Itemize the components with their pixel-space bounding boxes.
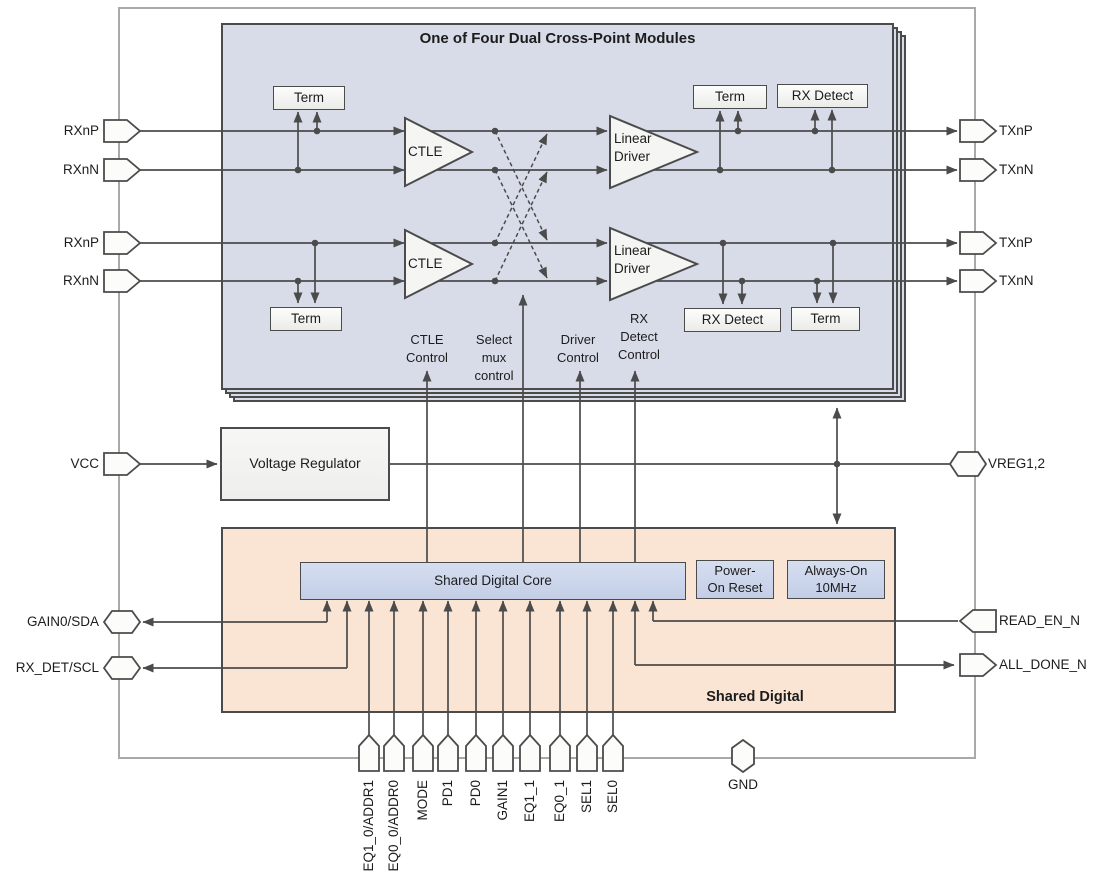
term-box-lower-left: Term xyxy=(270,307,342,331)
pin-label-rxnn-2: RXnN xyxy=(62,273,99,288)
pin-gnd xyxy=(731,738,755,774)
pin-label-sel0: SEL0 xyxy=(605,780,620,814)
pin-rxnp-2 xyxy=(103,231,142,255)
pins xyxy=(102,119,998,774)
voltage-regulator-box: Voltage Regulator xyxy=(220,427,390,501)
pin-label-txnp-1: TXnP xyxy=(999,123,1033,138)
pin-mode xyxy=(412,733,434,772)
pin-label-pd1: PD1 xyxy=(440,780,455,807)
pin-label-rxdet-scl: RX_DET/SCL xyxy=(15,660,99,675)
pin-rxnn-2 xyxy=(103,269,142,293)
driver-control-label: Driver Control xyxy=(557,332,599,365)
pin-gain0-sda xyxy=(102,610,142,634)
pin-txnp-2 xyxy=(959,231,998,255)
pin-label-gain0-sda: GAIN0/SDA xyxy=(26,614,99,629)
linear-driver-label-upper: Linear Driver xyxy=(614,131,652,164)
always-on-10mhz-box: Always-On 10MHz xyxy=(787,560,885,599)
pin-label-read-en-n: READ_EN_N xyxy=(999,613,1081,628)
pin-eq0-0-addr0 xyxy=(383,733,405,772)
pin-label-txnp-2: TXnP xyxy=(999,235,1033,250)
term-box-lower-right: Term xyxy=(791,307,860,331)
pin-eq1-1 xyxy=(519,733,541,772)
pin-txnp-1 xyxy=(959,119,998,143)
rx-detect-box-lower: RX Detect xyxy=(684,308,781,332)
junction-dots xyxy=(294,127,841,468)
pin-gain1 xyxy=(492,733,514,772)
pin-txnn-1 xyxy=(959,158,998,182)
pin-txnn-2 xyxy=(959,269,998,293)
pin-label-txnn-1: TXnN xyxy=(999,162,1034,177)
pin-label-gain1: GAIN1 xyxy=(495,780,510,821)
pin-pd1 xyxy=(437,733,459,772)
pin-read-en-n xyxy=(958,609,997,633)
pin-label-all-done-n: ALL_DONE_N xyxy=(999,657,1087,672)
pin-eq1-0-addr1 xyxy=(358,733,380,772)
pin-label-vreg: VREG1,2 xyxy=(988,456,1046,471)
pin-label-rxnn-1: RXnN xyxy=(62,162,99,177)
pin-label-rxnp-1: RXnP xyxy=(63,123,99,138)
pin-vcc xyxy=(103,452,142,476)
pin-eq0-1 xyxy=(549,733,571,772)
pin-label-txnn-2: TXnN xyxy=(999,273,1034,288)
pin-label-mode: MODE xyxy=(415,780,430,821)
ctle-label-upper: CTLE xyxy=(408,144,443,159)
pin-label-sel1: SEL1 xyxy=(579,780,594,814)
ctle-label-lower: CTLE xyxy=(408,256,443,271)
pin-label-eq0-1: EQ0_1 xyxy=(552,780,567,823)
shared-digital-label: Shared Digital xyxy=(706,689,804,705)
control-lines xyxy=(422,294,640,562)
ctle-triangle-upper xyxy=(404,116,475,188)
pin-rxnn-1 xyxy=(103,158,142,182)
rx-detect-control-label: RX Detect Control xyxy=(618,311,660,362)
pin-rxnp-1 xyxy=(103,119,142,143)
linear-driver-triangle-lower xyxy=(609,226,700,302)
power-on-reset-box: Power- On Reset xyxy=(696,560,774,599)
pin-all-done-n xyxy=(959,653,998,677)
mux-cross-lines xyxy=(494,130,548,282)
pin-vreg xyxy=(948,451,988,477)
module-title: One of Four Dual Cross-Point Modules xyxy=(419,30,696,47)
linear-driver-label-lower: Linear Driver xyxy=(614,243,652,276)
digital-io-lines xyxy=(142,600,958,736)
shared-digital-core-box: Shared Digital Core xyxy=(300,562,686,600)
term-box-upper-left: Term xyxy=(273,86,345,110)
pin-label-pd0: PD0 xyxy=(468,780,483,807)
pin-label-vcc: VCC xyxy=(70,456,99,471)
ctle-control-label: CTLE Control xyxy=(406,332,448,365)
pin-sel0 xyxy=(602,733,624,772)
pin-rxdet-scl xyxy=(102,656,142,680)
select-mux-control-label: Select mux control xyxy=(474,332,514,383)
pin-sel1 xyxy=(576,733,598,772)
pin-label-gnd: GND xyxy=(728,777,758,792)
pin-label-eq0-0-addr0: EQ0_0/ADDR0 xyxy=(386,780,401,872)
pin-label-eq1-1: EQ1_1 xyxy=(522,780,537,823)
term-box-upper-right: Term xyxy=(693,85,767,109)
chip-boundary xyxy=(118,7,976,759)
amplifier-triangles xyxy=(404,114,700,302)
ctle-triangle-lower xyxy=(404,228,475,300)
rx-detect-box-upper: RX Detect xyxy=(777,84,868,108)
pin-label-rxnp-2: RXnP xyxy=(63,235,99,250)
pin-pd0 xyxy=(465,733,487,772)
power-lines xyxy=(140,407,950,525)
linear-driver-triangle-upper xyxy=(609,114,700,190)
shared-digital-region xyxy=(221,527,896,713)
pin-label-eq1-0-addr1: EQ1_0/ADDR1 xyxy=(361,780,376,872)
